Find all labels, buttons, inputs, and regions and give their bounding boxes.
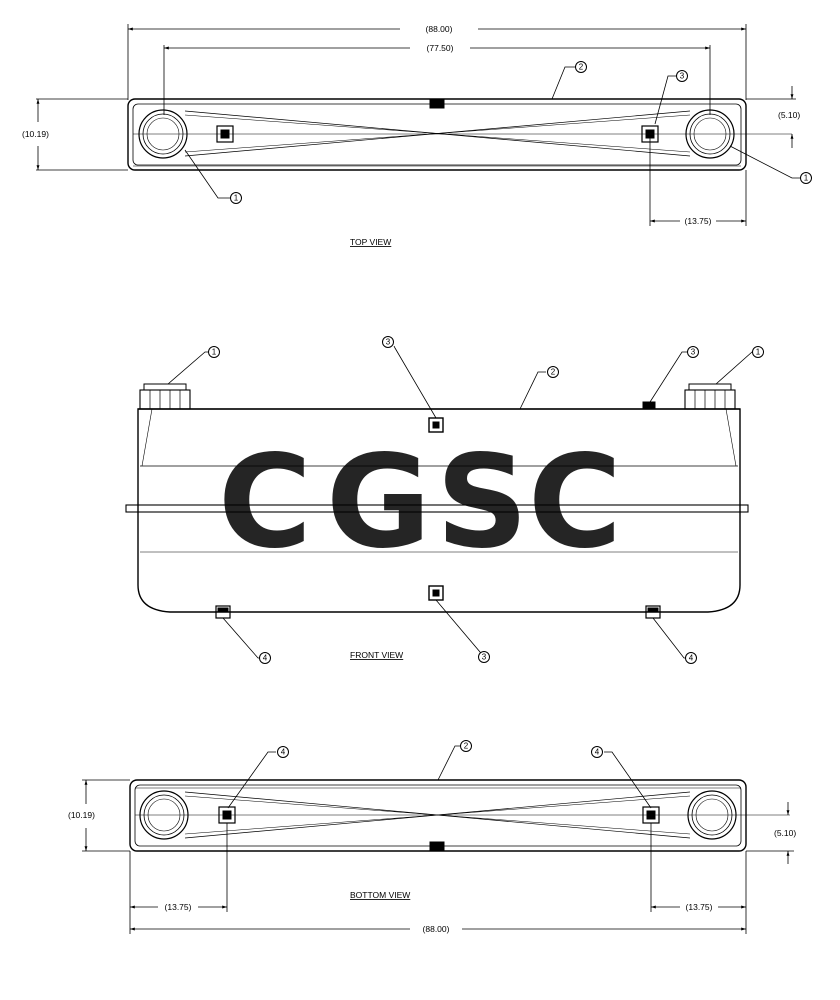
callout-2: 2: [464, 742, 469, 751]
bottom-dim-overall: (88.00): [423, 924, 450, 934]
bottom-view-title: BOTTOM VIEW: [350, 890, 410, 900]
callout-3: 3: [691, 348, 696, 357]
callout-4: 4: [595, 748, 600, 757]
watermark-letter: C: [218, 428, 312, 577]
front-view-title: FRONT VIEW: [350, 650, 403, 660]
cap-bottom-left: [139, 790, 189, 840]
callout-1: 1: [234, 194, 239, 203]
callout-1: 1: [756, 348, 761, 357]
watermark-letter: C: [528, 428, 622, 577]
fitting-top-left: [216, 125, 234, 143]
top-dim-offset: (13.75): [685, 216, 712, 226]
fill-cap-right: [685, 109, 735, 159]
bottom-view: [82, 745, 794, 934]
top-view-title: TOP VIEW: [350, 237, 391, 247]
vent-fitting-bottom: [429, 841, 445, 852]
callout-2: 2: [551, 368, 556, 377]
top-dim-height: (10.19): [22, 129, 49, 139]
callout-4: 4: [689, 654, 694, 663]
top-dim-center: (5.10): [778, 110, 800, 120]
callout-4: 4: [263, 654, 268, 663]
callout-3: 3: [482, 653, 487, 662]
vent-fitting-top: [429, 98, 445, 109]
cap-right: [684, 389, 736, 410]
vent-fitting-front: [642, 401, 656, 410]
watermark-letter: G: [326, 428, 431, 577]
front-view: [125, 345, 756, 659]
watermark-letter: S: [436, 428, 528, 577]
callout-1: 1: [804, 174, 809, 183]
top-view: [36, 24, 800, 226]
callout-4: 4: [281, 748, 286, 757]
cap-bottom-right: [687, 790, 737, 840]
top-dim-overall: (88.00): [426, 24, 453, 34]
bottom-dim-offset-right: (13.75): [686, 902, 713, 912]
bottom-dim-offset-left: (13.75): [165, 902, 192, 912]
fill-cap-left: [138, 109, 188, 159]
callout-3: 3: [680, 72, 685, 81]
top-dim-inner: (77.50): [427, 43, 454, 53]
callout-2: 2: [579, 63, 584, 72]
fitting-top-right: [641, 125, 659, 143]
callout-1: 1: [212, 348, 217, 357]
callout-3: 3: [386, 338, 391, 347]
bottom-dim-center: (5.10): [774, 828, 796, 838]
cap-left: [139, 389, 191, 410]
bottom-dim-height: (10.19): [68, 810, 95, 820]
cgsc-watermark: C G S C: [218, 428, 622, 577]
